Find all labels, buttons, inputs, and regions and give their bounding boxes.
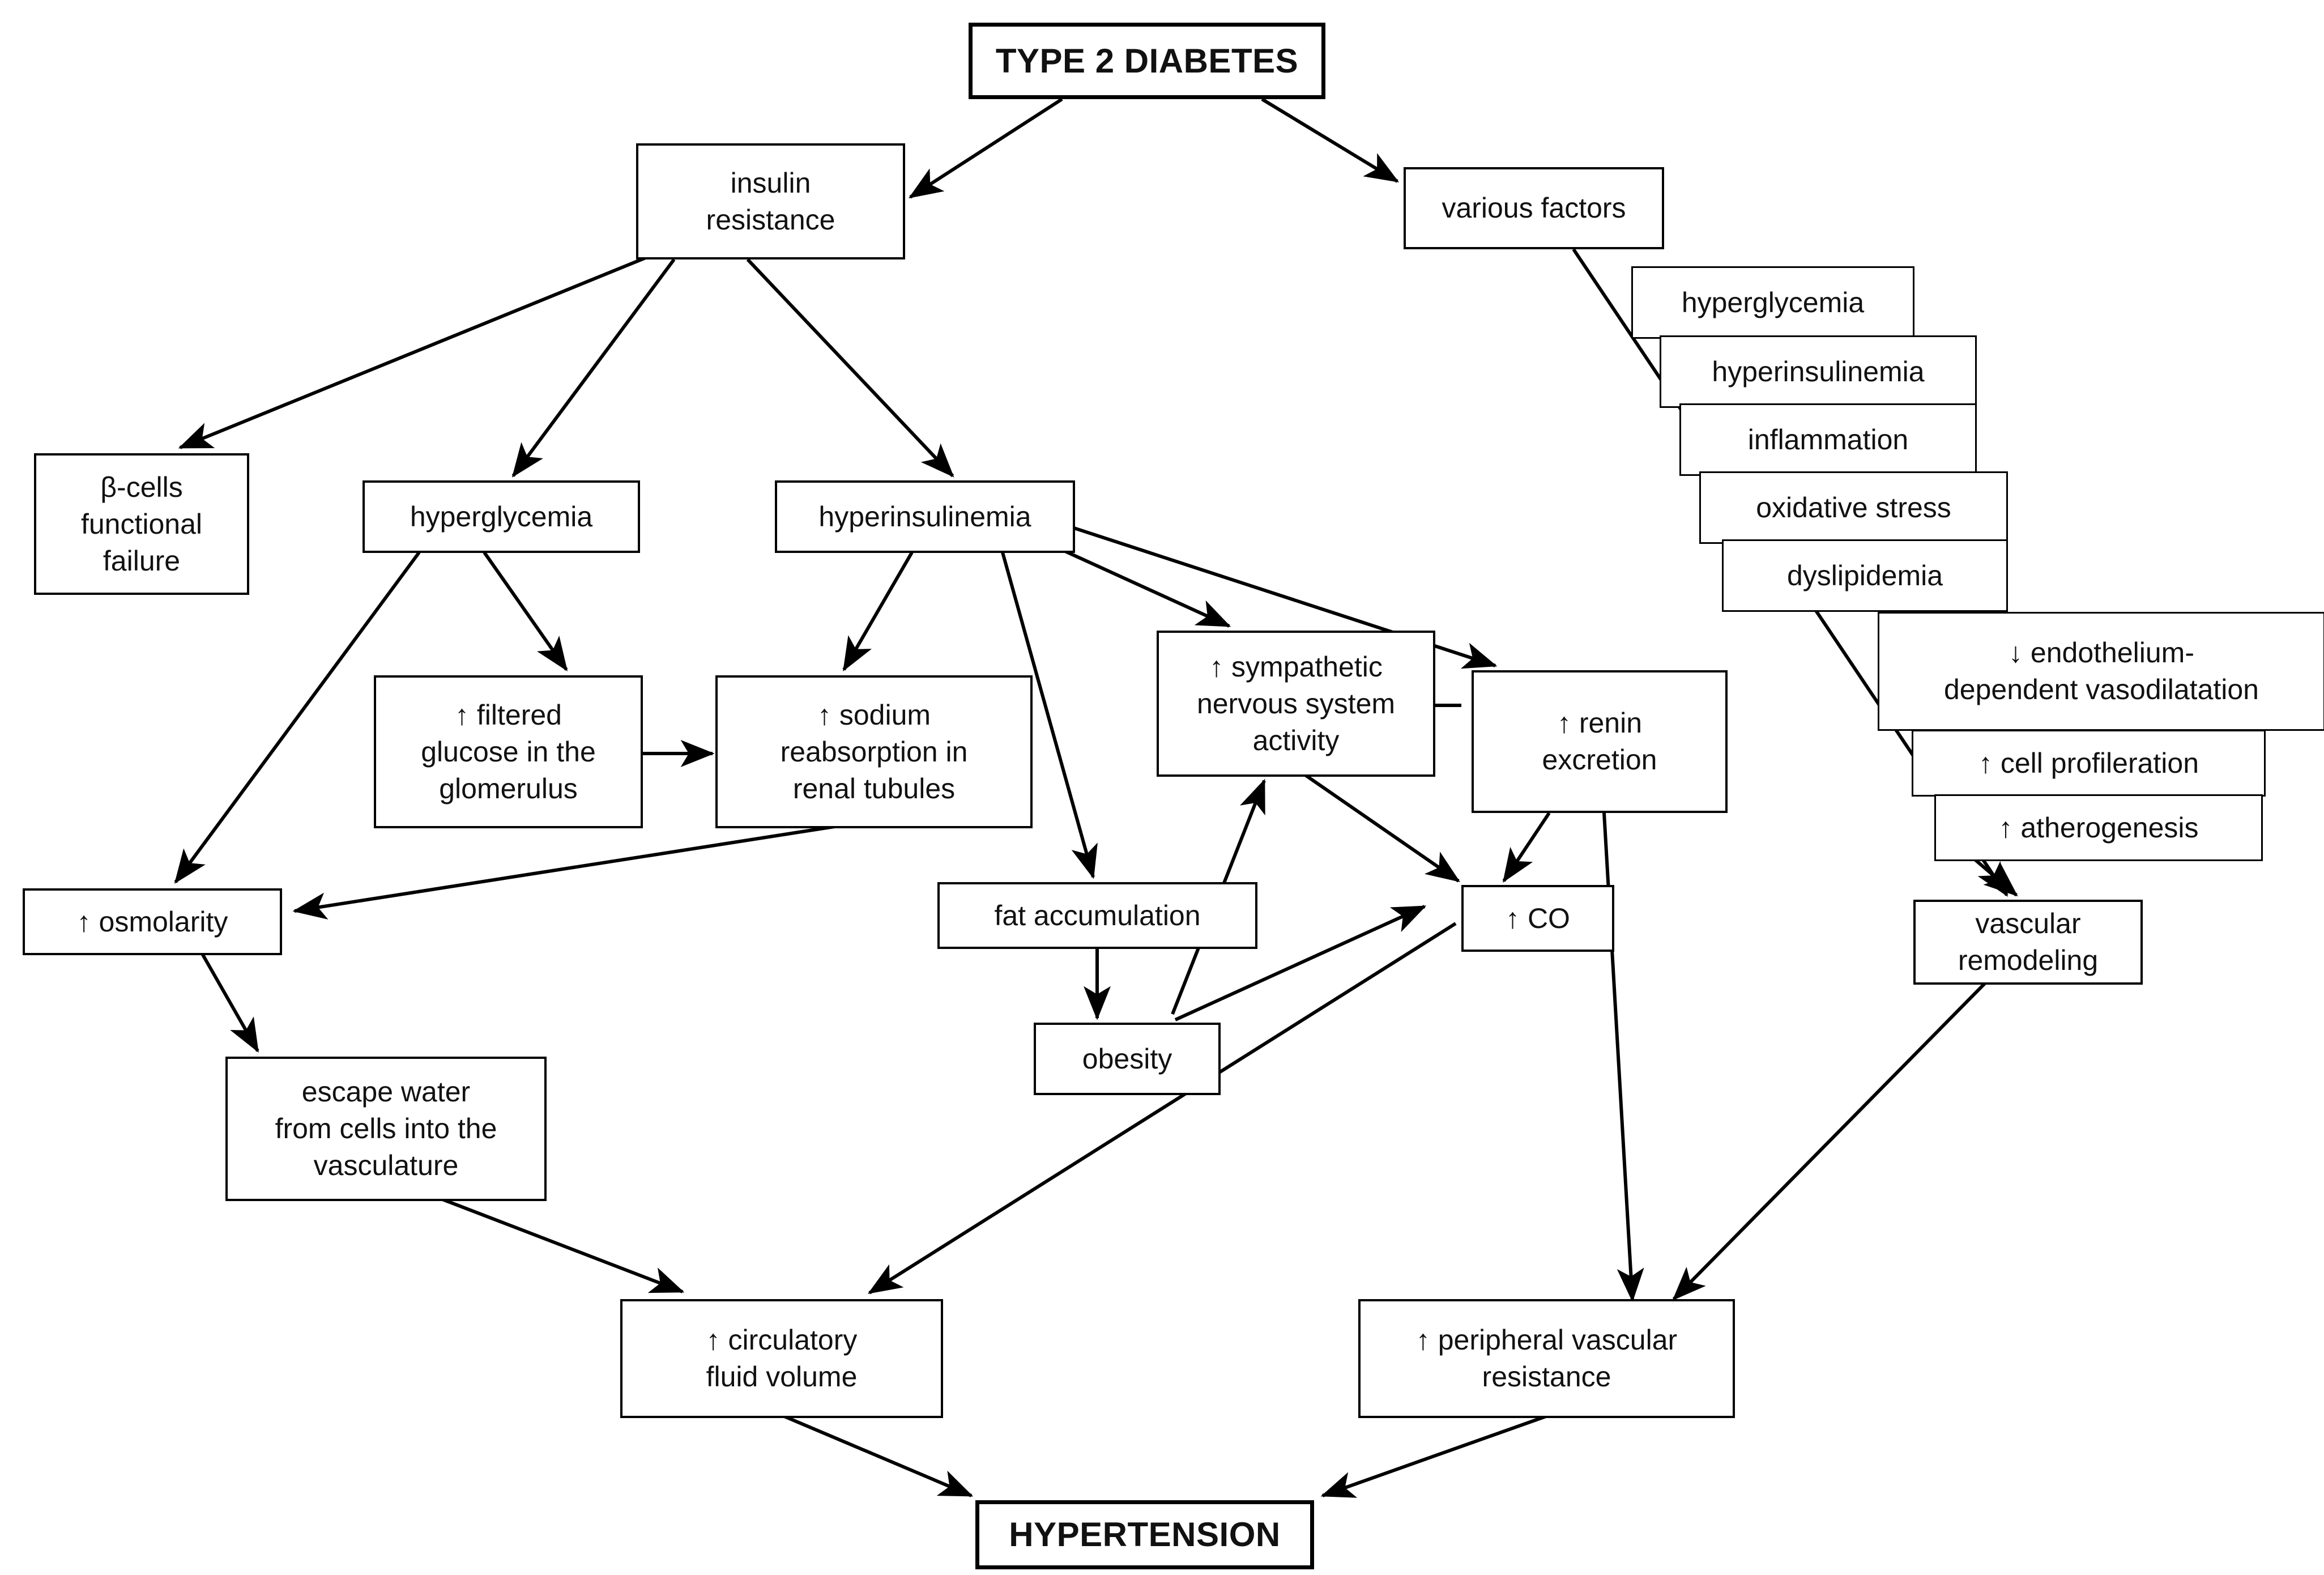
edge-hyperinsulinemia-fat xyxy=(1001,552,1098,879)
node-osmolarity[interactable]: ↑ osmolarity xyxy=(23,888,282,955)
node-label: various factors xyxy=(1442,192,1626,224)
edge-osmolarity-escape-water xyxy=(199,951,259,1053)
node-label: ↑ CO xyxy=(1506,902,1570,934)
node-label: β-cells functional failure xyxy=(80,471,203,577)
node-label: hyperglycemia xyxy=(1681,286,1865,318)
node-stair-dyslipidemia[interactable]: dyslipidemia xyxy=(1722,539,2008,612)
node-label: fat accumulation xyxy=(994,899,1201,931)
node-label: oxidative stress xyxy=(1756,491,1951,523)
node-fat-accumulation[interactable]: fat accumulation xyxy=(937,882,1257,949)
node-beta-cells-functional-failure[interactable]: β-cells functional failure xyxy=(34,453,249,595)
node-label: dyslipidemia xyxy=(1786,559,1943,591)
node-label: escape water from cells into the vascula… xyxy=(275,1076,497,1181)
node-type2-diabetes[interactable]: TYPE 2 DIABETES xyxy=(969,23,1325,99)
node-label: ↑ peripheral vascular resistance xyxy=(1415,1324,1678,1393)
node-label: insulin resistance xyxy=(706,167,835,236)
edge-escape-water-circulatory xyxy=(424,1191,685,1293)
edge-insulin-hyperinsulinemia xyxy=(746,258,954,478)
node-stair-oxidative-stress[interactable]: oxidative stress xyxy=(1699,471,2008,544)
node-label: inflammation xyxy=(1747,423,1909,456)
node-label: ↑ renin excretion xyxy=(1542,707,1657,776)
node-stair-hyperinsulinemia[interactable]: hyperinsulinemia xyxy=(1660,335,1977,408)
edge-vascular-remodeling-peripheral xyxy=(1672,981,1987,1301)
node-label: ↑ cell profileration xyxy=(1978,747,2199,779)
edge-co-circulatory xyxy=(867,922,1457,1295)
node-label: hyperinsulinemia xyxy=(1712,355,1925,388)
node-label: HYPERTENSION xyxy=(1009,1516,1281,1553)
edge-insulin-beta-cells xyxy=(178,256,647,449)
edge-peripheral-hypertension xyxy=(1320,1414,1550,1498)
node-sodium-reabsorption-renal-tubules[interactable]: ↑ sodium reabsorption in renal tubules xyxy=(715,675,1033,828)
edge-renin-co xyxy=(1502,812,1551,883)
node-escape-water-into-vasculature[interactable]: escape water from cells into the vascula… xyxy=(225,1057,547,1201)
edge-obesity-co xyxy=(1174,905,1427,1021)
node-label: ↑ atherogenesis xyxy=(1998,811,2199,844)
node-label: ↑ osmolarity xyxy=(76,905,228,938)
node-label: obesity xyxy=(1082,1042,1172,1075)
edge-circulatory-hypertension xyxy=(781,1414,974,1497)
node-label: TYPE 2 DIABETES xyxy=(995,41,1299,80)
node-label: ↓ endothelium- dependent vasodilatation xyxy=(1943,637,2259,705)
node-label: ↑ sodium reabsorption in renal tubules xyxy=(780,699,968,804)
edge-t2d-insulin-resistance xyxy=(908,97,1063,199)
node-vascular-remodeling[interactable]: vascular remodeling xyxy=(1913,900,2143,985)
node-insulin-resistance[interactable]: insulin resistance xyxy=(636,143,905,259)
node-hyperinsulinemia[interactable]: hyperinsulinemia xyxy=(775,480,1075,553)
node-circulatory-fluid-volume[interactable]: ↑ circulatory fluid volume xyxy=(620,1299,943,1418)
node-cell-profileration[interactable]: ↑ cell profileration xyxy=(1912,730,2266,797)
node-co[interactable]: ↑ CO xyxy=(1461,885,1614,952)
node-label: ↑ circulatory fluid volume xyxy=(706,1324,858,1393)
node-stair-hyperglycemia[interactable]: hyperglycemia xyxy=(1631,266,1914,339)
edge-hyperglycemia-osmolarity xyxy=(174,551,421,884)
node-peripheral-vascular-resistance[interactable]: ↑ peripheral vascular resistance xyxy=(1358,1299,1735,1418)
node-hypertension[interactable]: HYPERTENSION xyxy=(975,1500,1314,1569)
edge-sympathetic-co xyxy=(1302,772,1460,883)
node-renin-excretion[interactable]: ↑ renin excretion xyxy=(1472,670,1728,813)
node-label: vascular remodeling xyxy=(1958,908,2099,976)
node-filtered-glucose-glomerulus[interactable]: ↑ filtered glucose in the glomerulus xyxy=(374,675,643,828)
node-obesity[interactable]: obesity xyxy=(1034,1023,1221,1095)
node-label: ↑ sympathetic nervous system activity xyxy=(1196,650,1396,756)
edge-insulin-hyperglycemia xyxy=(511,258,676,478)
node-various-factors[interactable]: various factors xyxy=(1404,167,1664,249)
node-label: hyperinsulinemia xyxy=(818,500,1031,533)
node-sympathetic-nervous-system-activity[interactable]: ↑ sympathetic nervous system activity xyxy=(1157,631,1435,777)
node-label: hyperglycemia xyxy=(410,500,593,533)
node-endothelium-dependent-vasodilatation[interactable]: ↓ endothelium- dependent vasodilatation xyxy=(1878,612,2324,731)
edge-hyperglycemia-filtered-glucose xyxy=(483,551,568,671)
edge-sodium-osmolarity xyxy=(292,824,839,920)
node-stair-inflammation[interactable]: inflammation xyxy=(1679,403,1977,476)
node-label: ↑ filtered glucose in the glomerulus xyxy=(421,699,596,804)
node-atherogenesis[interactable]: ↑ atherogenesis xyxy=(1934,794,2263,861)
edge-t2d-various-factors xyxy=(1261,97,1400,183)
edge-hyperinsulinemia-sodium xyxy=(842,551,914,672)
node-hyperglycemia[interactable]: hyperglycemia xyxy=(363,480,640,553)
